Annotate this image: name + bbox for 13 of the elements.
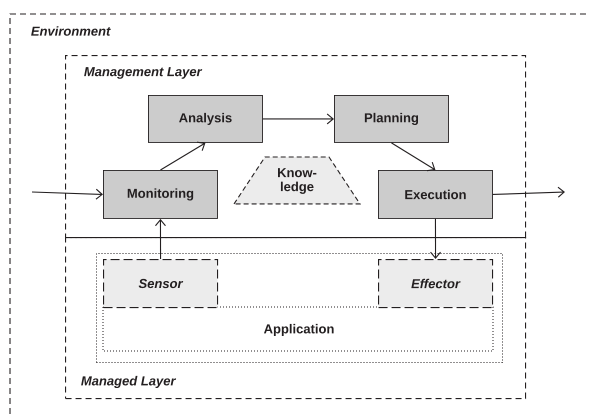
process-box: Analysis <box>148 95 263 143</box>
arrow <box>32 188 103 200</box>
arrow <box>262 114 334 124</box>
arrow <box>160 142 206 170</box>
interface-box: Sensor <box>103 258 218 308</box>
process-box: Planning <box>334 95 449 143</box>
arrow <box>430 218 441 259</box>
arrow <box>492 186 565 198</box>
process-box: Execution <box>378 170 493 219</box>
arrow <box>391 142 436 172</box>
process-box: Monitoring <box>103 170 218 219</box>
interface-box: Effector <box>378 258 494 308</box>
arrow <box>155 218 166 259</box>
